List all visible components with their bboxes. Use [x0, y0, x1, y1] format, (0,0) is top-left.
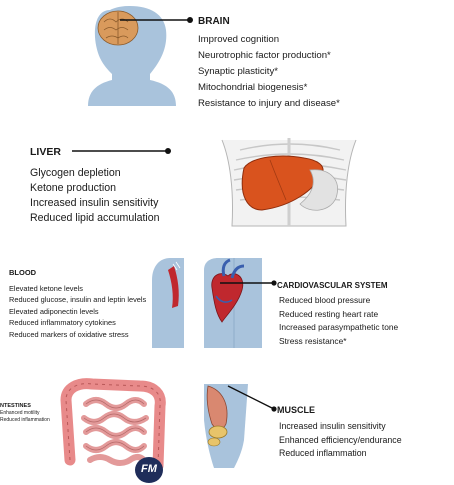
list-item: Stress resistance* [279, 335, 347, 346]
list-item: Reduced inflammatory cytokines [9, 318, 116, 328]
blood-effects-list: Elevated ketone levels Reduced glucose, … [9, 283, 146, 340]
liver-title: LIVER [30, 146, 61, 158]
brain-effects-list: Improved cognition Neurotrophic factor p… [198, 32, 340, 112]
cardio-effects-list: Reduced blood pressure Reduced resting h… [279, 294, 398, 348]
list-item: Reduced markers of oxidative stress [9, 329, 129, 339]
list-item: Resistance to injury and disease* [198, 98, 340, 109]
fm-logo: FM [135, 457, 163, 483]
list-item: Elevated adiponectin levels [9, 306, 99, 316]
list-item: Increased insulin sensitivity [30, 197, 159, 209]
list-item: Increased insulin sensitivity [279, 421, 386, 431]
blood-title: BLOOD [9, 268, 37, 277]
brain-title: BRAIN [198, 16, 230, 27]
list-item: Reduced lipid accumulation [30, 212, 160, 224]
list-item: Enhanced efficiency/endurance [279, 434, 402, 445]
liver-effects-list: Glycogen depletion Ketone production Inc… [30, 166, 160, 226]
list-item: Synaptic plasticity* [198, 66, 278, 77]
muscle-effects-list: Increased insulin sensitivity Enhanced e… [279, 420, 402, 461]
intestines-title: NTESTINES [0, 403, 31, 409]
list-item: Elevated ketone levels [9, 284, 83, 293]
list-item: Reduced blood pressure [279, 295, 371, 305]
list-item: Improved cognition [198, 34, 280, 45]
list-item: Reduced glucose, insulin and leptin leve… [9, 295, 147, 305]
list-item: Reduced inflammation [0, 417, 50, 423]
list-item: Mitochondrial biogenesis* [198, 82, 308, 93]
list-item: Ketone production [30, 182, 116, 194]
list-item: Glycogen depletion [30, 167, 121, 179]
logo-text: FM [141, 463, 157, 475]
muscle-title: MUSCLE [277, 405, 315, 415]
list-item: Reduced inflammation [279, 448, 367, 458]
list-item: Neurotrophic factor production* [198, 50, 331, 61]
cardio-title: CARDIOVASCULAR SYSTEM [277, 281, 388, 290]
list-item: Increased parasympathetic tone [279, 322, 399, 333]
intestines-effects-list: Enhanced motility Reduced inflammation [0, 410, 50, 424]
list-item: Reduced resting heart rate [279, 308, 379, 319]
list-item: Enhanced motility [0, 410, 40, 416]
